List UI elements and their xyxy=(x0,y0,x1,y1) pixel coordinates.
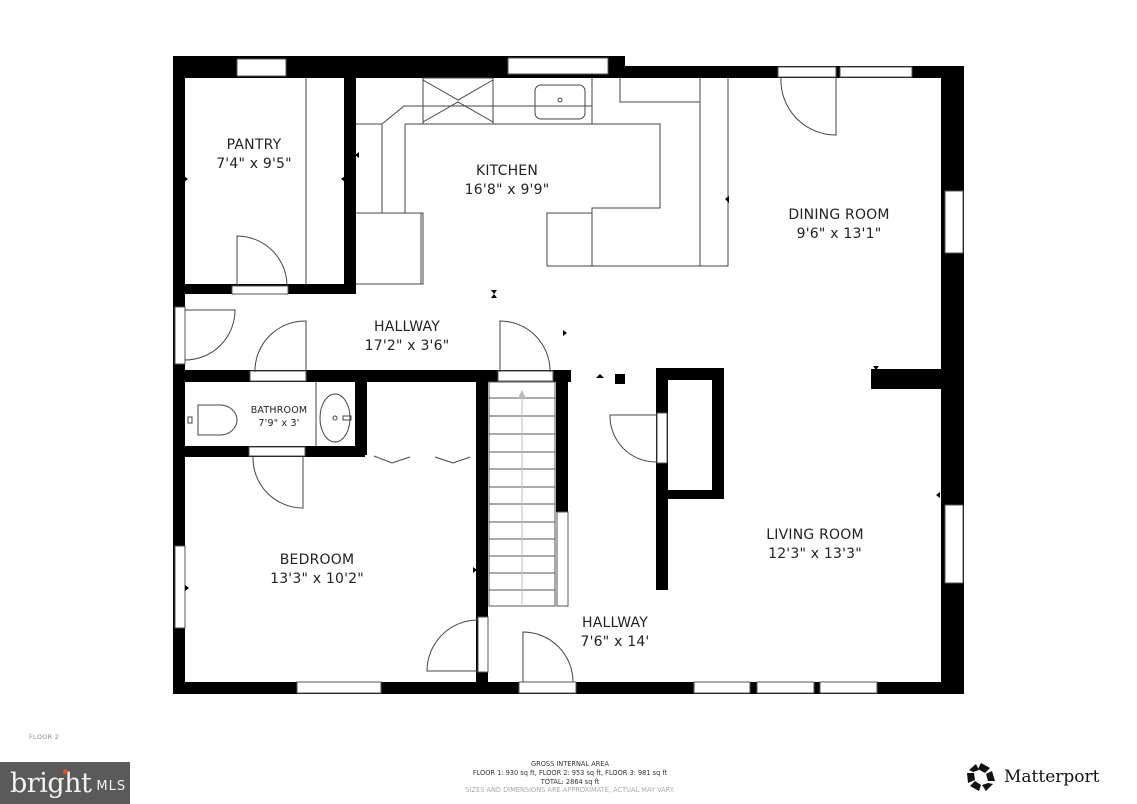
matterport-wordmark: Matterport xyxy=(1004,767,1100,787)
staircase xyxy=(488,381,569,607)
room-kitchen: KITCHEN 16'8" x 9'9" xyxy=(465,162,550,200)
bright-mls-logo: bright MLS xyxy=(0,762,130,804)
bathroom-fixtures xyxy=(187,382,352,446)
bright-wordmark: bright xyxy=(10,767,92,799)
matterport-logo: Matterport xyxy=(966,762,1099,792)
room-name: BATHROOM xyxy=(250,405,308,416)
measurement-markers xyxy=(184,152,940,591)
room-hallway-lower: HALLWAY 7'6" x 14' xyxy=(581,614,650,652)
room-name: DINING ROOM xyxy=(788,207,890,223)
area-title: GROSS INTERNAL AREA xyxy=(531,760,609,768)
room-living-room: LIVING ROOM 12'3" x 13'3" xyxy=(766,526,863,564)
room-size: 9'6" x 13'1" xyxy=(796,226,882,242)
area-total: TOTAL: 2864 sq ft xyxy=(540,777,600,786)
room-bedroom: BEDROOM 13'3" x 10'2" xyxy=(270,551,364,589)
bright-mls-suffix: MLS xyxy=(96,778,127,794)
floor-label: FLOOR 2 xyxy=(29,733,60,741)
door-swings xyxy=(184,76,837,683)
room-size: 7'4" x 9'5" xyxy=(216,156,292,172)
room-size: 12'3" x 13'3" xyxy=(768,546,862,562)
kitchen-fixtures xyxy=(305,77,729,285)
room-size: 7'9" x 3' xyxy=(258,418,300,429)
room-name: HALLWAY xyxy=(582,615,648,631)
room-size: 13'3" x 10'2" xyxy=(270,571,364,587)
room-name: KITCHEN xyxy=(475,163,539,179)
room-name: BEDROOM xyxy=(279,552,355,568)
openings xyxy=(174,57,964,694)
room-hallway-upper: HALLWAY 17'2" x 3'6" xyxy=(365,318,450,356)
room-name: HALLWAY xyxy=(374,319,440,335)
bright-accent-dot xyxy=(63,769,68,774)
room-size: 7'6" x 14' xyxy=(580,634,650,650)
closet-doors xyxy=(373,455,471,464)
room-bathroom: BATHROOM 7'9" x 3' xyxy=(251,404,308,430)
room-size: 16'8" x 9'9" xyxy=(464,182,550,198)
area-floors: FLOOR 1: 930 sq ft, FLOOR 2: 953 sq ft, … xyxy=(472,768,668,777)
room-dining-room: DINING ROOM 9'6" x 13'1" xyxy=(788,206,889,244)
area-summary: GROSS INTERNAL AREA FLOOR 1: 930 sq ft, … xyxy=(465,760,674,795)
matterport-mark-icon xyxy=(967,763,995,791)
room-name: LIVING ROOM xyxy=(766,527,864,543)
room-name: PANTRY xyxy=(226,137,282,153)
area-disclaimer: SIZES AND DIMENSIONS ARE APPROXIMATE, AC… xyxy=(465,786,675,795)
room-pantry: PANTRY 7'4" x 9'5" xyxy=(216,136,292,174)
room-size: 17'2" x 3'6" xyxy=(364,338,450,354)
